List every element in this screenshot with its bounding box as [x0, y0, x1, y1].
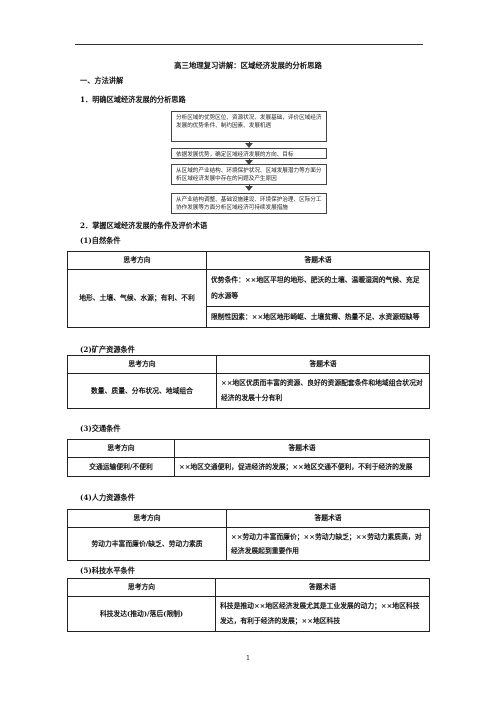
- table-natural-conditions: 思考方向 答题术语 地形、土壤、气候、水源；有利、不利 优势条件：××地区平坦的…: [67, 251, 430, 328]
- table-mineral-conditions: 思考方向 答题术语 数量、质量、分布状况、地域组合 ××地区优质而丰富的资源、良…: [67, 355, 430, 409]
- page-number: 1: [245, 654, 251, 662]
- section-label-labor: (4)人力资源条件: [80, 493, 135, 502]
- flow-step-2: 依据发展优势，确定区域经济发展的方向、目标: [171, 148, 327, 159]
- flow-arrow-down-icon: [245, 143, 253, 148]
- header-answer-terms: 答题术语: [216, 355, 430, 374]
- flow-step-3: 从区域的产业结构、环境保护状况、区域发展潜力等方面分析区域经济发展中存在的问题及…: [171, 164, 327, 185]
- cell-direction: 交通运输便利/不便利: [67, 457, 175, 477]
- section-label-transport: (3)交通条件: [80, 424, 121, 433]
- flow-step-4: 从产业结构调整、基础设施建设、环境保护治理、区际分工协作发展等方面分析区域经济可…: [171, 193, 327, 214]
- cell-direction: 劳动力丰富而廉价/缺乏、劳动力素质: [67, 527, 227, 561]
- header-thinking-direction: 思考方向: [67, 578, 216, 597]
- table-technology-conditions: 思考方向 答题术语 科技发达(推动)/落后(限制) 科技是推动××地区经济发展尤…: [67, 578, 430, 632]
- cell-direction: 科技发达(推动)/落后(限制): [67, 596, 216, 632]
- cell-terms: 科技是推动××地区经济发展尤其是工业发展的动力；××地区科技发达，有利于经济的发…: [215, 596, 430, 632]
- header-answer-terms: 答题术语: [215, 578, 430, 597]
- page-title: 高三地理复习讲解：区域经济发展的分析思路: [174, 61, 322, 70]
- cell-terms: ××劳动力丰富而廉价；××劳动力缺乏；××劳动力素质高，对经济发展起到重要作用: [226, 527, 430, 561]
- cell-direction: 数量、质量、分布状况、地域组合: [67, 373, 217, 409]
- table-labor-conditions: 思考方向 答题术语 劳动力丰富而廉价/缺乏、劳动力素质 ××劳动力丰富而廉价；×…: [67, 509, 430, 561]
- header-thinking-direction: 思考方向: [67, 355, 217, 374]
- section-label-technology: (5)科技水平条件: [80, 566, 135, 575]
- section-label-natural: (1)自然条件: [80, 236, 121, 245]
- cell-terms: ××地区交通便利，促进经济的发展；××地区交通不便利，不利于经济的发展: [174, 457, 430, 477]
- table-transport-conditions: 思考方向 答题术语 交通运输便利/不便利 ××地区交通便利，促进经济的发展；××…: [67, 439, 430, 477]
- header-answer-terms: 答题术语: [174, 439, 430, 458]
- header-thinking-direction: 思考方向: [67, 509, 227, 528]
- header-answer-terms: 答题术语: [206, 251, 430, 270]
- section-heading-methods: 一、方法讲解: [80, 76, 124, 85]
- cell-terms: 限制性因素：××地区地形崎岖、土壤贫瘠、热量不足、水资源短缺等: [206, 306, 430, 328]
- header-thinking-direction: 思考方向: [67, 439, 175, 458]
- flow-arrow-down-icon: [245, 186, 253, 191]
- cell-terms: ××地区优质而丰富的资源、良好的资源配套条件和地域组合状况对经济的发展十分有利: [216, 373, 430, 409]
- header-thinking-direction: 思考方向: [67, 251, 207, 270]
- header-answer-terms: 答题术语: [226, 509, 430, 528]
- cell-direction: 地形、土壤、气候、水源；有利、不利: [67, 269, 207, 328]
- subheading-analysis-approach: 1．明确区域经济发展的分析思路: [80, 95, 186, 104]
- flow-arrow-down-icon: [245, 160, 253, 165]
- flow-step-1: 分析区域的优势区位、资源状况、发展基础，评价区域经济发展的优势条件、制约因素、发…: [171, 111, 327, 142]
- header-rule: [75, 44, 423, 45]
- cell-terms: 优势条件：××地区平坦的地形、肥沃的土壤、温暖湿润的气候、充足的水源等: [206, 269, 430, 307]
- subheading-conditions-terms: 2．掌握区域经济发展的条件及评价术语: [80, 221, 208, 230]
- section-label-mineral: (2)矿产资源条件: [80, 345, 135, 354]
